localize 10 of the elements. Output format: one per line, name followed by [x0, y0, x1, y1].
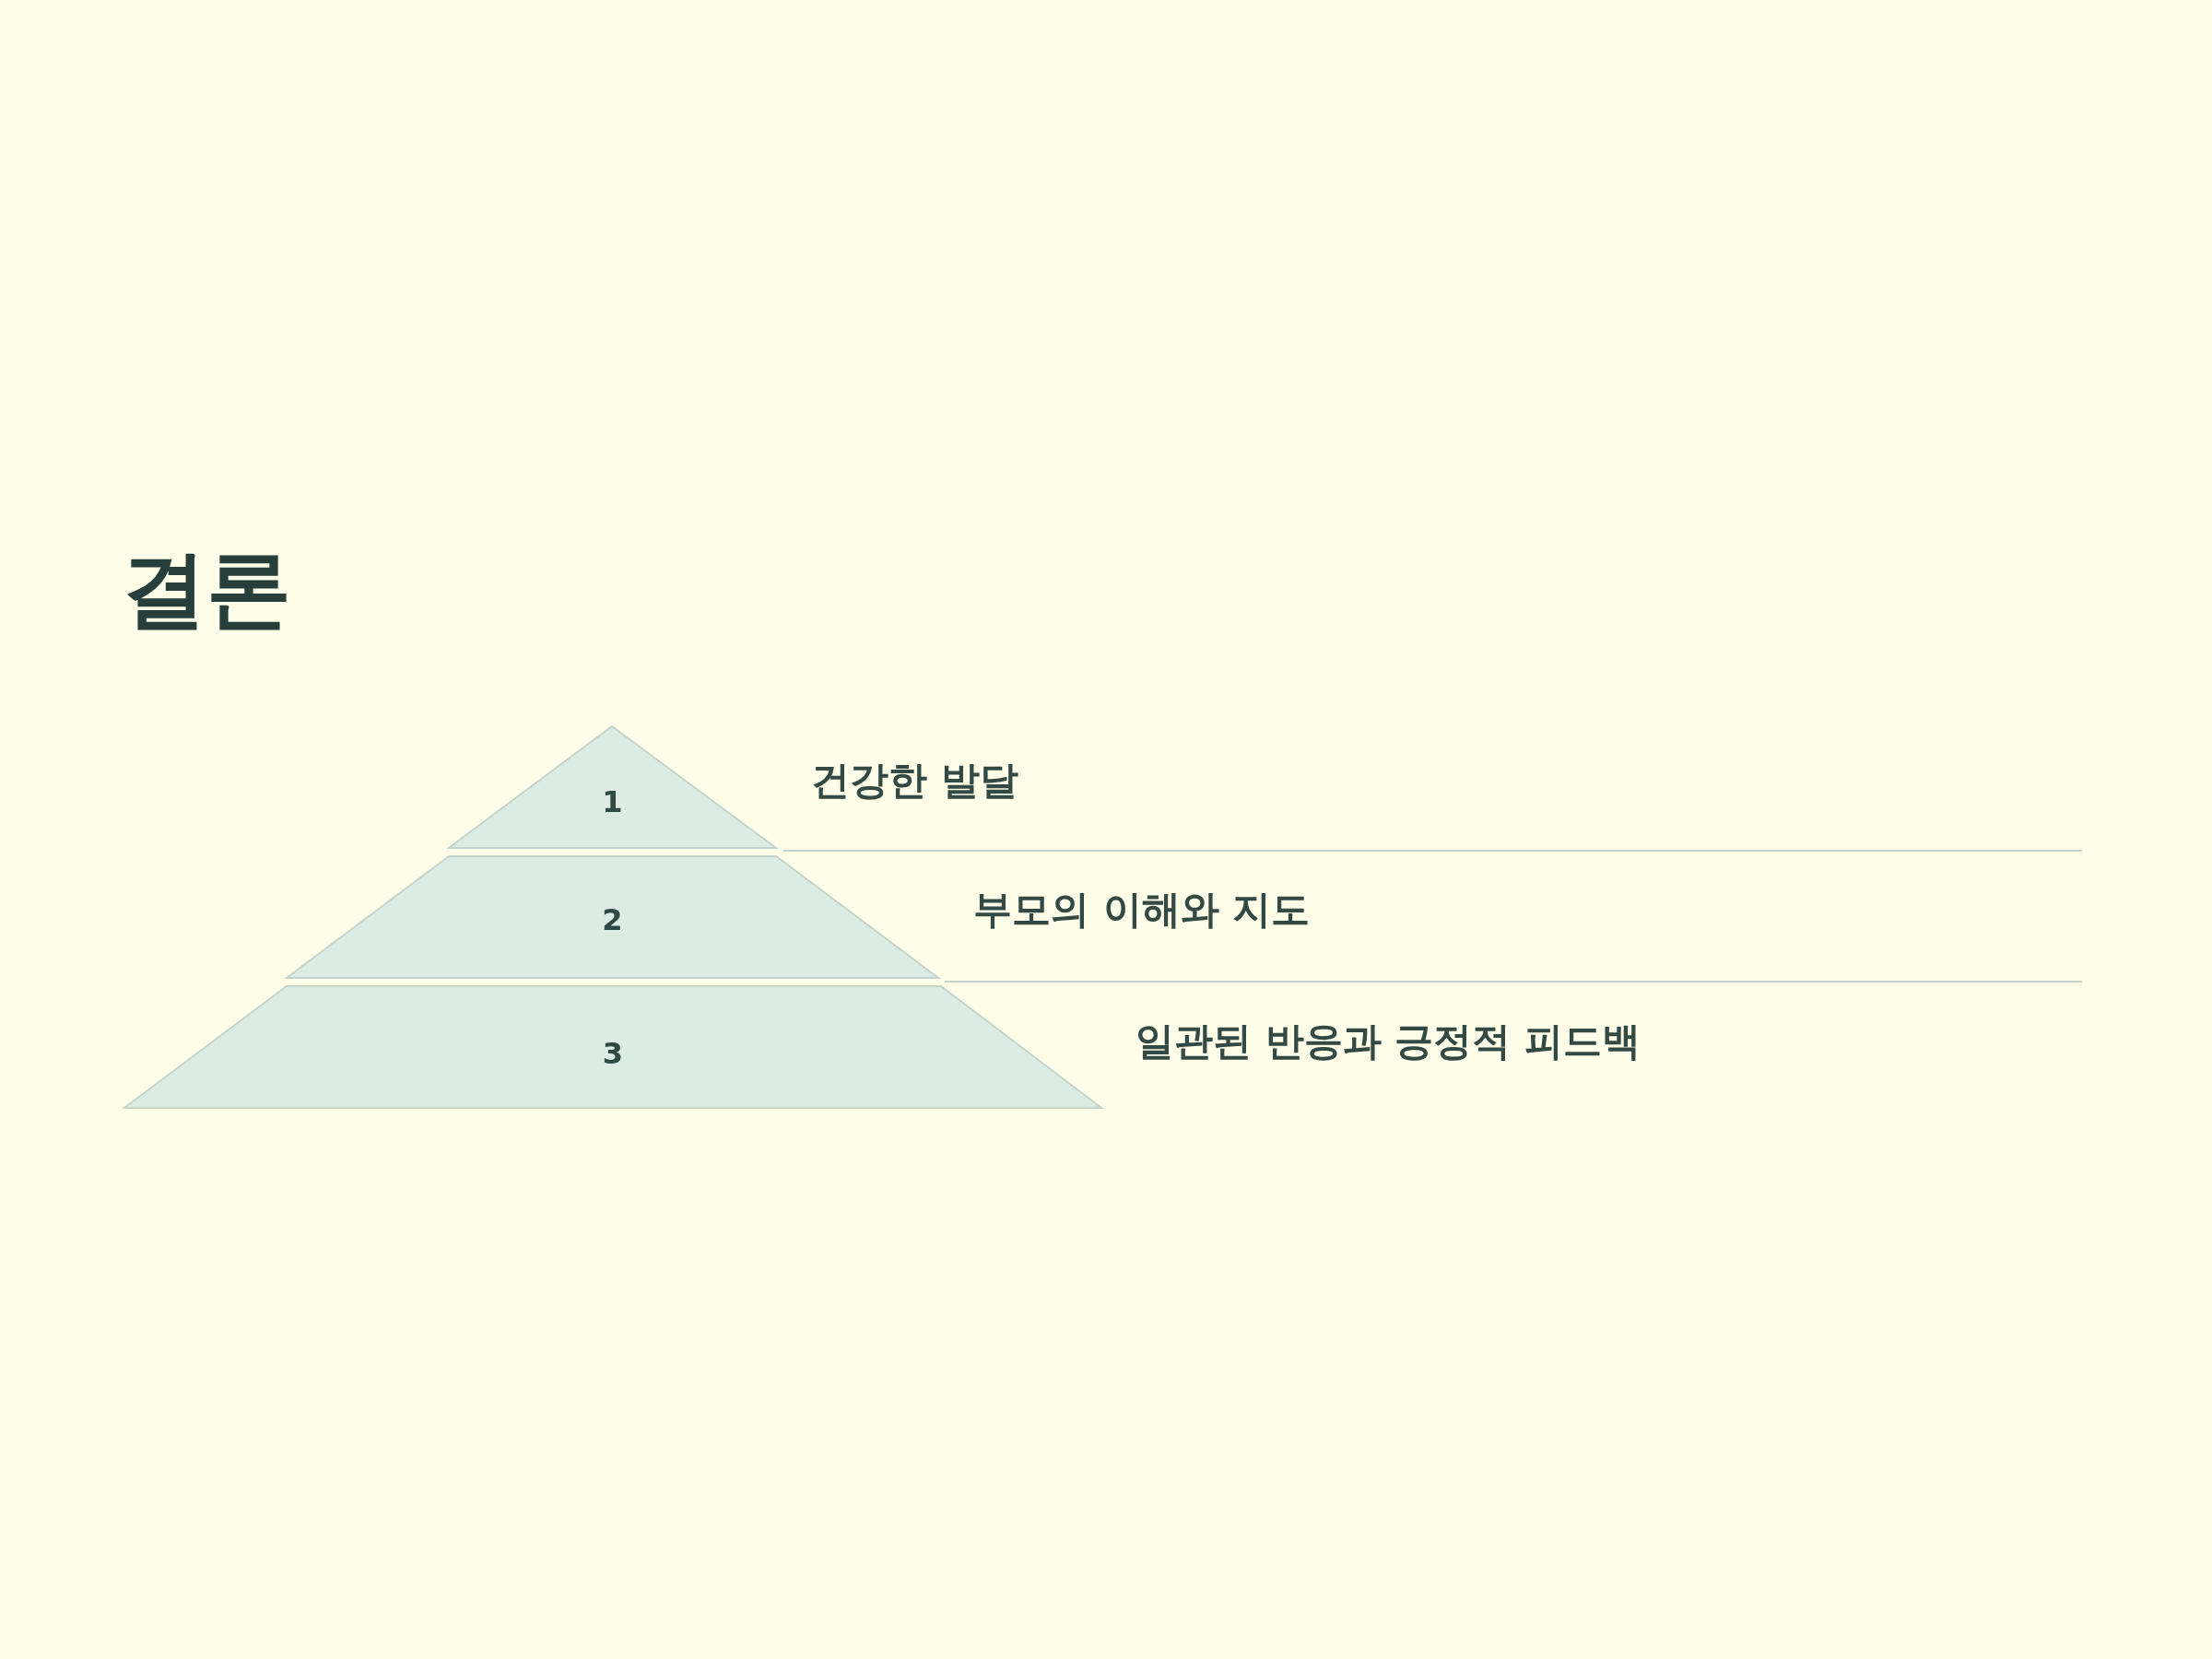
- tier-number: 3: [602, 1036, 624, 1071]
- tier-label: 부모의 이해와 지도: [973, 887, 1311, 934]
- pyramid-top-triangle: [449, 726, 776, 848]
- tier-label: 건강한 발달: [811, 758, 1018, 805]
- pyramid-tier: [124, 986, 1101, 1108]
- slide-title: 결론: [122, 539, 291, 641]
- pyramid-tier: [287, 856, 938, 978]
- tier-label: 일관된 반응과 긍정적 피드백: [1135, 1018, 1641, 1065]
- tier-number: 2: [602, 902, 623, 937]
- tier-number: 1: [602, 784, 623, 819]
